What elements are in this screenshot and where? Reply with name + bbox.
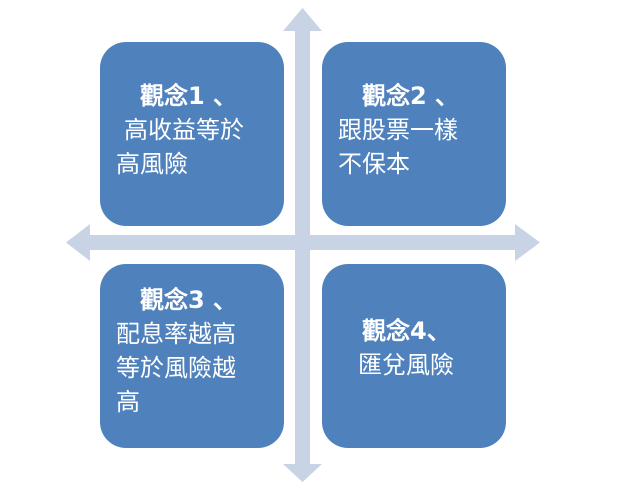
quadrant-text-line: 高收益等於 [124,116,244,144]
quadrant-top-right: 觀念2 、 跟股票一樣 不保本 [322,42,506,226]
arrow-up-icon [283,8,322,31]
arrow-down-icon [283,464,322,482]
quadrant-text-line: 等於風險越 [116,354,236,382]
arrow-left-icon [66,224,90,261]
quadrant-title: 觀念4、 [362,317,451,345]
quadrant-title: 觀念3 、 [140,286,238,314]
quadrant-text-line: 跟股票一樣 [338,116,458,144]
quadrant-bottom-right: 觀念4、 匯兌風險 [322,264,506,448]
quadrant-text-line: 高風險 [116,150,188,178]
quadrant-title: 觀念1 、 [140,82,238,110]
horizontal-axis [88,235,516,250]
quadrant-text-line: 配息率越高 [116,320,236,348]
quadrant-bottom-left: 觀念3 、 配息率越高 等於風險越 高 [100,264,284,448]
quadrant-text-line: 高 [116,388,140,416]
quadrant-text-line: 匯兌風險 [358,351,454,379]
quadrant-title: 觀念2 、 [362,82,460,110]
quadrant-text-line: 不保本 [338,150,410,178]
quadrant-top-left: 觀念1 、 高收益等於 高風險 [100,42,284,226]
arrow-right-icon [515,224,540,261]
